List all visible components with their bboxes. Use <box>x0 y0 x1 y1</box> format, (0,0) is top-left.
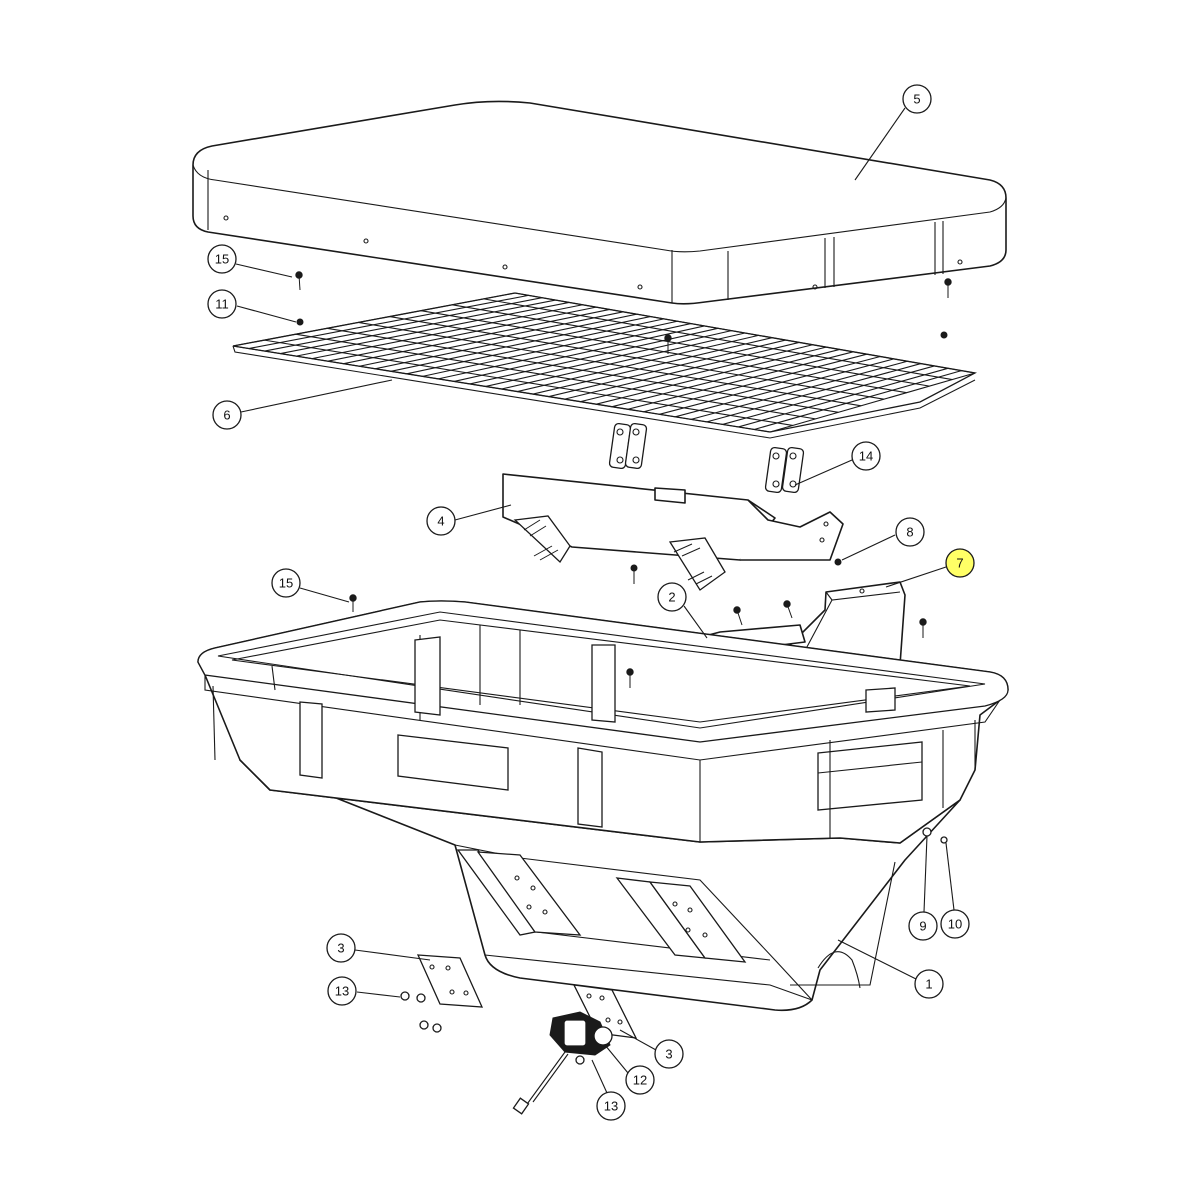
callout-14-label: 14 <box>859 449 873 464</box>
callout-3-left: 3 <box>326 933 356 963</box>
mesh-screen-part <box>232 292 977 439</box>
callout-12-circle <box>625 1065 655 1095</box>
callouts: 5 15 11 6 14 4 8 7 <box>207 84 975 1121</box>
callout-6: 6 <box>212 400 242 430</box>
callout-7-circle <box>945 548 975 578</box>
callout-13-bottom-label: 13 <box>604 1099 618 1114</box>
callout-15-mid-label: 15 <box>279 576 293 591</box>
callout-11-circle <box>207 289 237 319</box>
callout-5: 5 <box>902 84 932 114</box>
callout-3-right-circle <box>654 1039 684 1069</box>
callout-13-left: 13 <box>327 976 357 1006</box>
callout-13-left-circle <box>327 976 357 1006</box>
callout-8-label: 8 <box>906 525 913 540</box>
callout-11: 11 <box>207 289 237 319</box>
callout-8-circle <box>895 517 925 547</box>
hopper-part <box>197 600 1009 1012</box>
callout-3-right: 3 <box>654 1039 684 1069</box>
bracket-pair-part <box>608 422 805 494</box>
callout-6-circle <box>212 400 242 430</box>
callout-1: 1 <box>914 969 944 999</box>
callout-13-left-label: 13 <box>335 984 349 999</box>
callout-12: 12 <box>625 1065 655 1095</box>
callout-10-label: 10 <box>948 917 962 932</box>
callout-11-label: 11 <box>215 297 229 312</box>
motor-assembly-part <box>400 954 638 1115</box>
callout-13-bottom: 13 <box>596 1091 626 1121</box>
callout-2-label: 2 <box>668 590 675 605</box>
callout-3-left-label: 3 <box>337 941 344 956</box>
callout-9: 9 <box>908 911 938 941</box>
callout-1-label: 1 <box>925 977 932 992</box>
callout-10-circle <box>940 909 970 939</box>
callout-14-circle <box>851 441 881 471</box>
leader-lines <box>235 107 955 1094</box>
callout-9-label: 9 <box>919 919 926 934</box>
callout-4-circle <box>426 506 456 536</box>
callout-15-top-label: 15 <box>215 252 229 267</box>
callout-3-left-circle <box>326 933 356 963</box>
callout-2: 2 <box>657 582 687 612</box>
callout-4: 4 <box>426 506 456 536</box>
callout-8: 8 <box>895 517 925 547</box>
callout-15-top: 15 <box>207 244 237 274</box>
callout-5-label: 5 <box>913 92 920 107</box>
callout-15-mid: 15 <box>271 568 301 598</box>
callout-7-label: 7 <box>956 556 963 571</box>
callout-15-top-circle <box>207 244 237 274</box>
callout-3-right-label: 3 <box>665 1047 672 1062</box>
callout-2-circle <box>657 582 687 612</box>
callout-5-circle <box>902 84 932 114</box>
callout-12-label: 12 <box>633 1073 647 1088</box>
callout-7: 7 <box>945 548 975 578</box>
baffle-part <box>502 473 844 591</box>
callout-13-bottom-circle <box>596 1091 626 1121</box>
fasteners <box>295 271 952 844</box>
callout-10: 10 <box>940 909 970 939</box>
lid-part <box>192 100 1007 305</box>
callout-14: 14 <box>851 441 881 471</box>
callout-15-mid-circle <box>271 568 301 598</box>
callout-4-label: 4 <box>437 514 444 529</box>
callout-1-circle <box>914 969 944 999</box>
callout-6-label: 6 <box>223 408 230 423</box>
callout-9-circle <box>908 911 938 941</box>
